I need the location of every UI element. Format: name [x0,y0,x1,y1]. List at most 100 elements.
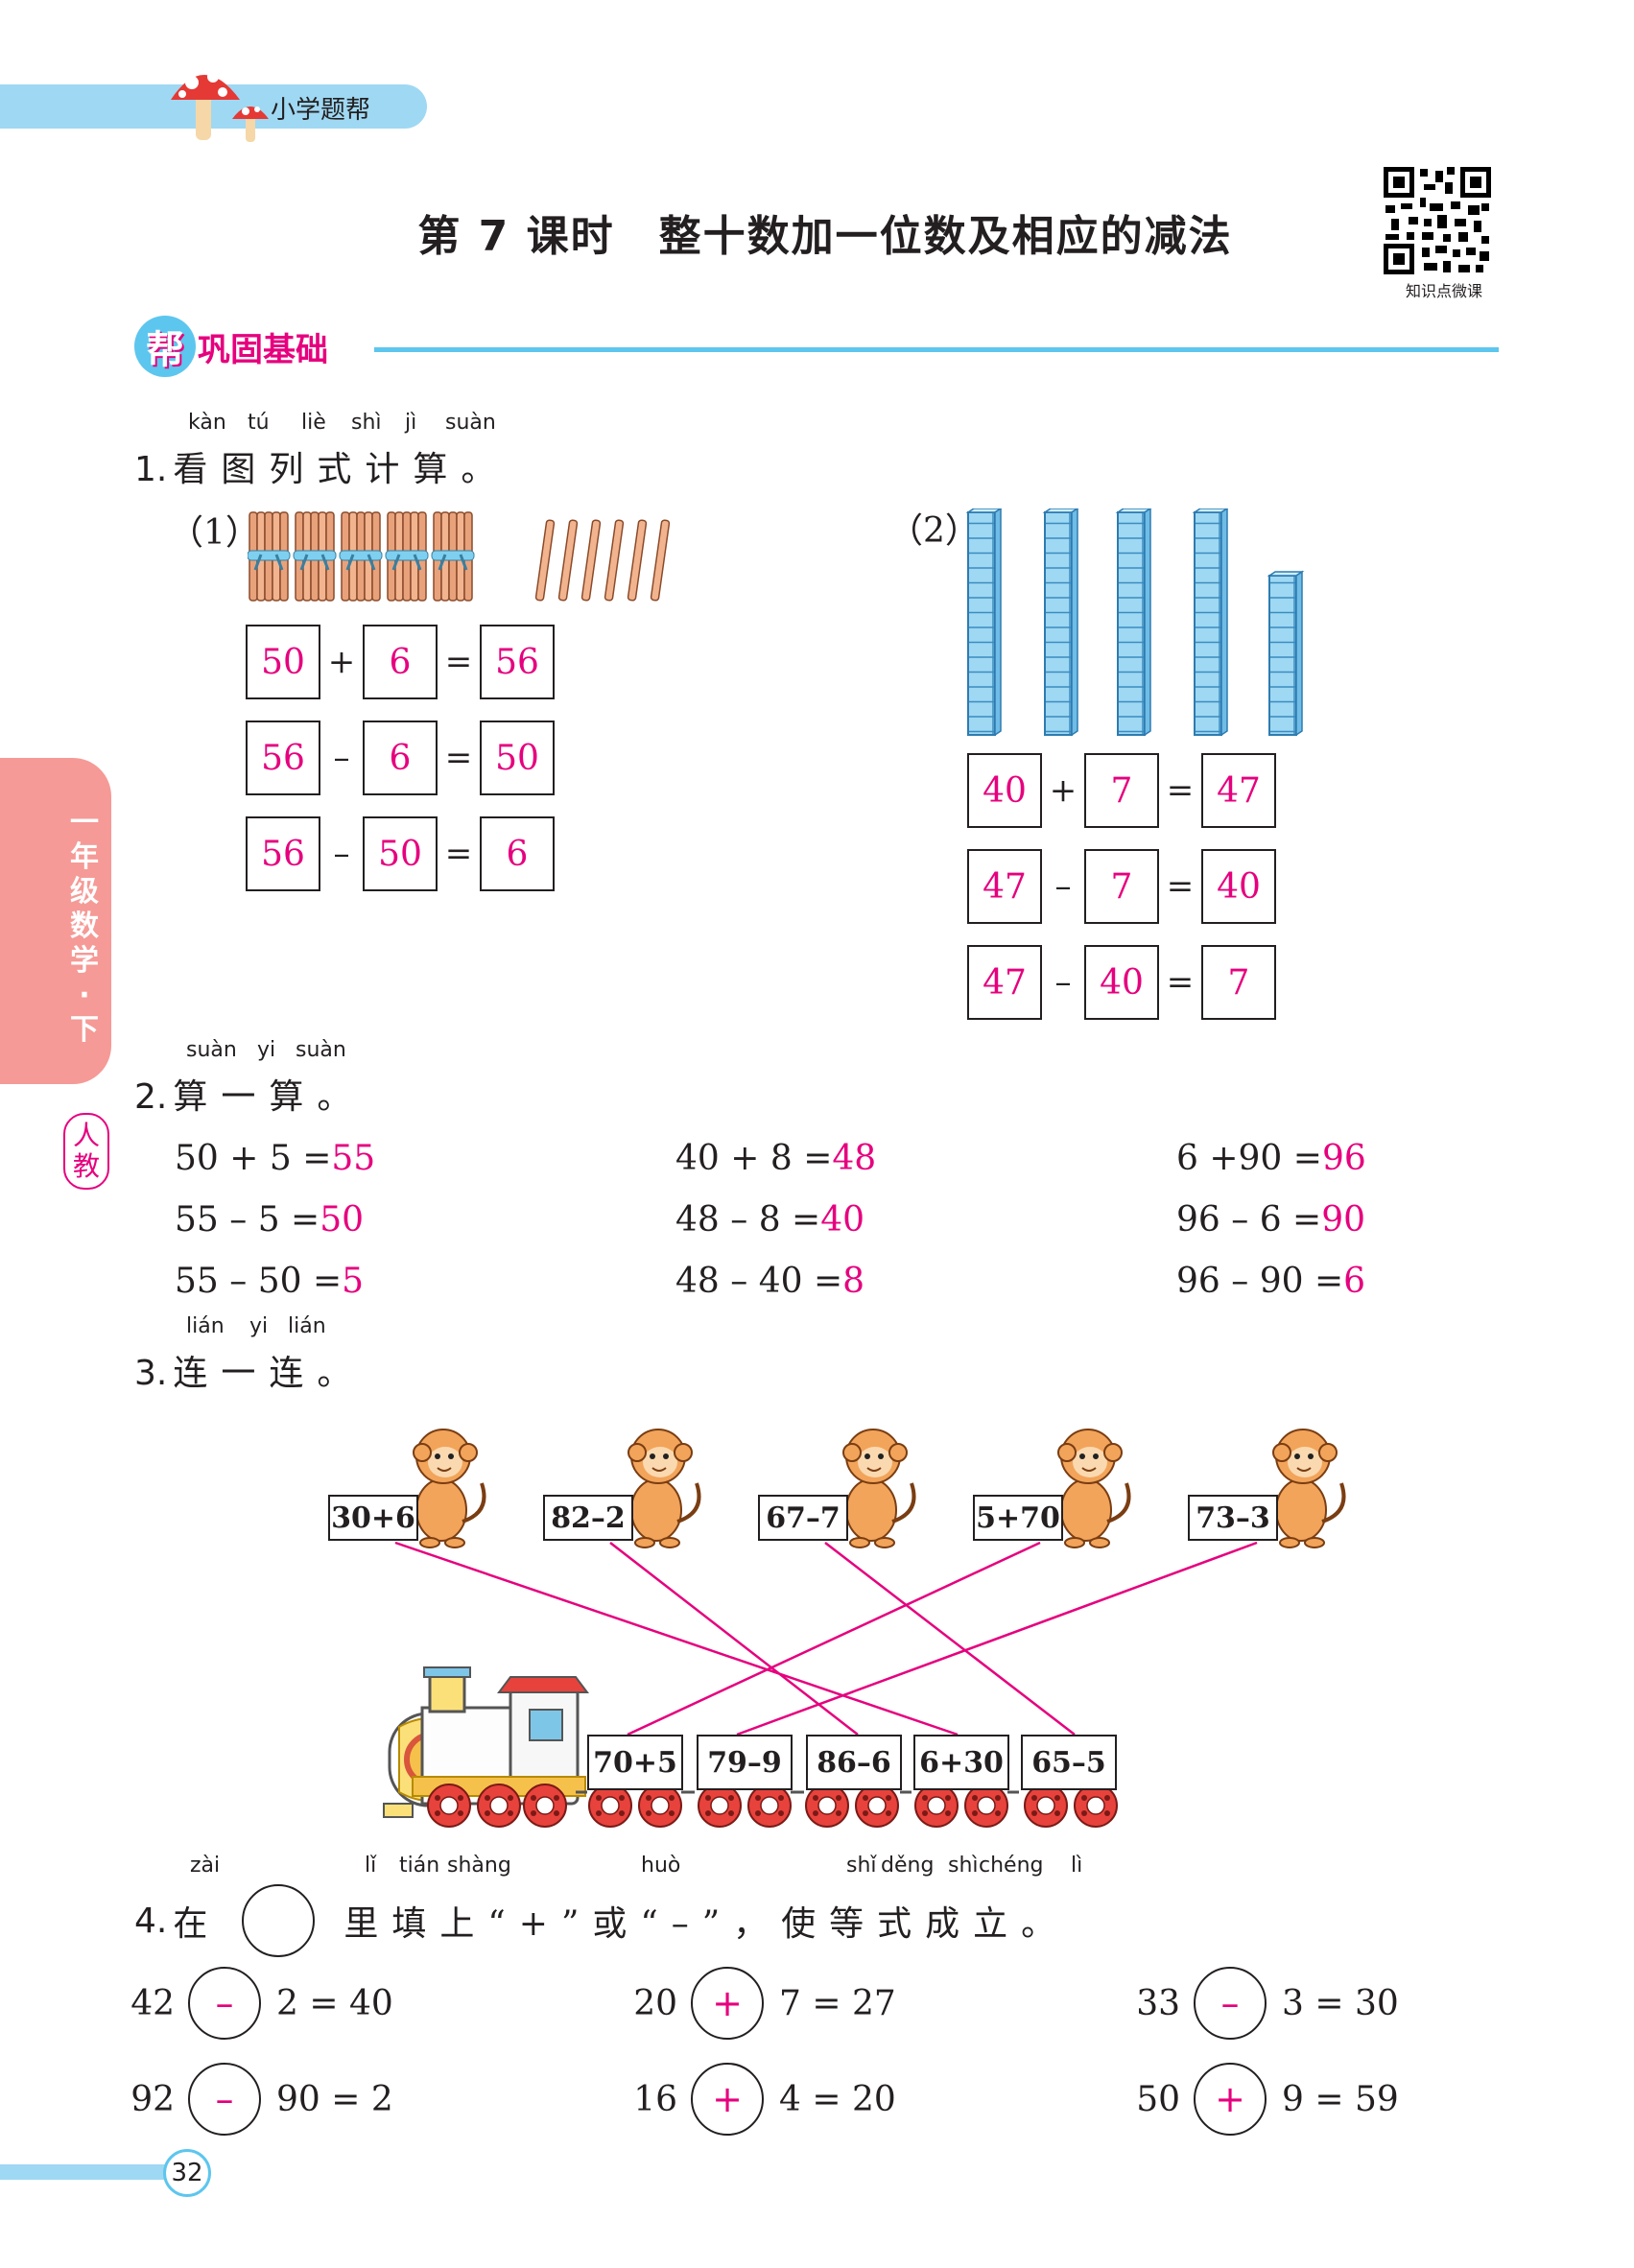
calc-item: 48 – 8 =40 [675,1190,876,1251]
lesson-title: 第 7 课时 整十数加一位数及相应的减法 [417,212,1233,261]
calc-expression: 48 – 40 = [675,1262,843,1301]
operator-circle[interactable]: + [691,2063,764,2136]
pinyin: tú [248,411,270,435]
stick-bundles-image [248,511,671,602]
q4-number: 4. [134,1901,168,1941]
side-tab [0,758,111,1084]
section-label: 巩固基础 [198,330,328,369]
train-car-card[interactable]: 6+30 [913,1735,1009,1790]
answer-box[interactable]: 47 [967,945,1042,1020]
monkey-icon [412,1428,486,1549]
answer-box[interactable]: 7 [1084,753,1159,828]
q2-column-3: 6 +90 =96 96 – 6 =90 96 – 90 =6 [1176,1128,1366,1312]
answer-box[interactable]: 40 [967,753,1042,828]
fill-right-expression: 3 = 30 [1282,1983,1399,2023]
calc-answer[interactable]: 50 [320,1200,365,1240]
answer-box[interactable]: 7 [1084,849,1159,924]
pinyin: chéng [979,1854,1044,1878]
operator-circle[interactable]: + [691,1967,764,2040]
calc-expression: 96 – 90 = [1176,1262,1344,1301]
q1-part2-equations: 40 + 7 = 47 47 – 7 = 40 47 – 40 = 7 [967,752,1276,1021]
equation-row: 47 – 40 = 7 [967,944,1276,1021]
pinyin: lǐ [365,1854,377,1878]
q1-part1-equations: 50 + 6 = 56 56 – 6 = 50 56 – 50 = 6 [246,624,555,892]
equals-sign: = [444,739,473,777]
q3-title: 连一连。 [173,1354,366,1393]
operator-circle[interactable]: – [1194,1967,1267,2040]
q3-pinyin: lián yi lián [186,1314,345,1338]
pinyin: tián [399,1854,440,1878]
answer-box[interactable]: 6 [363,721,438,795]
q2-heading: 2.算一算。 [134,1069,365,1119]
answer-box[interactable]: 47 [1201,753,1276,828]
answer-box[interactable]: 50 [363,816,438,891]
q3-number: 3. [134,1354,168,1393]
answer-box[interactable]: 50 [246,625,320,699]
match-line [394,1541,959,1736]
calc-answer[interactable]: 96 [1321,1139,1366,1178]
calc-answer[interactable]: 8 [842,1262,865,1301]
pinyin: lián [288,1314,326,1338]
calc-item: 40 + 8 =48 [675,1128,876,1190]
match-line [627,1541,1041,1736]
page-number: 32 [163,2149,211,2197]
monkey-icon [1056,1428,1131,1549]
answer-box[interactable]: 7 [1201,945,1276,1020]
equation-row: 50 + 6 = 56 [246,624,555,700]
operator-circle[interactable]: + [1194,2063,1267,2136]
monkey-icon [1271,1428,1346,1549]
fill-item: 16 + 4 = 20 [618,2063,896,2136]
badge-icon: 帮 [134,316,196,377]
calc-answer[interactable]: 6 [1343,1262,1366,1301]
mushroom-logo-icon [171,71,269,142]
monkey-expression-card[interactable]: 82–2 [543,1495,633,1541]
operator: – [1054,963,1072,1002]
fill-item: 50 + 9 = 59 [1121,2063,1399,2136]
monkey-expression-card[interactable]: 67–7 [758,1495,848,1541]
calc-expression: 40 + 8 = [675,1139,833,1178]
monkey-expression-card[interactable]: 73–3 [1188,1495,1278,1541]
calc-answer[interactable]: 90 [1321,1200,1366,1240]
answer-box[interactable]: 56 [480,625,555,699]
pinyin: kàn [188,411,226,435]
monkey-icon [627,1428,701,1549]
train-car-card[interactable]: 79–9 [697,1735,793,1790]
monkey-expression-card[interactable]: 5+70 [973,1495,1063,1541]
qr-code-icon[interactable] [1382,165,1493,276]
pinyin: yi [249,1314,269,1338]
answer-box[interactable]: 50 [480,721,555,795]
monkey-expression-card[interactable]: 30+6 [328,1495,418,1541]
calc-answer[interactable]: 40 [820,1200,865,1240]
answer-box[interactable]: 56 [246,816,320,891]
blank-circle-icon [242,1884,316,1957]
train-car-card[interactable]: 65–5 [1021,1735,1117,1790]
calc-answer[interactable]: 48 [832,1139,877,1178]
equation-row: 56 – 50 = 6 [246,815,555,892]
pinyin: yi [257,1038,276,1062]
fill-right-expression: 9 = 59 [1282,2079,1399,2119]
calc-expression: 6 +90 = [1176,1139,1322,1178]
fill-left-number: 42 [130,1983,175,2023]
operator-circle[interactable]: – [188,2063,261,2136]
section-divider [374,347,1499,352]
calc-answer[interactable]: 5 [342,1262,365,1301]
answer-box[interactable]: 6 [363,625,438,699]
fill-right-expression: 90 = 2 [276,2079,393,2119]
answer-box[interactable]: 6 [480,816,555,891]
answer-box[interactable]: 47 [967,849,1042,924]
answer-box[interactable]: 56 [246,721,320,795]
q1-title: 看图列式计算。 [173,450,509,489]
match-line [824,1542,1076,1736]
operator: – [333,739,350,777]
equals-sign: = [444,643,473,681]
fill-left-number: 33 [1136,1983,1180,2023]
train-car-card[interactable]: 70+5 [587,1735,683,1790]
train-car-card[interactable]: 86–6 [806,1735,902,1790]
q1-number: 1. [134,450,168,489]
answer-box[interactable]: 40 [1201,849,1276,924]
match-line [736,1541,1258,1736]
calc-answer[interactable]: 55 [331,1139,376,1178]
pinyin: děng [881,1854,935,1878]
answer-box[interactable]: 40 [1084,945,1159,1020]
operator-circle[interactable]: – [188,1967,261,2040]
